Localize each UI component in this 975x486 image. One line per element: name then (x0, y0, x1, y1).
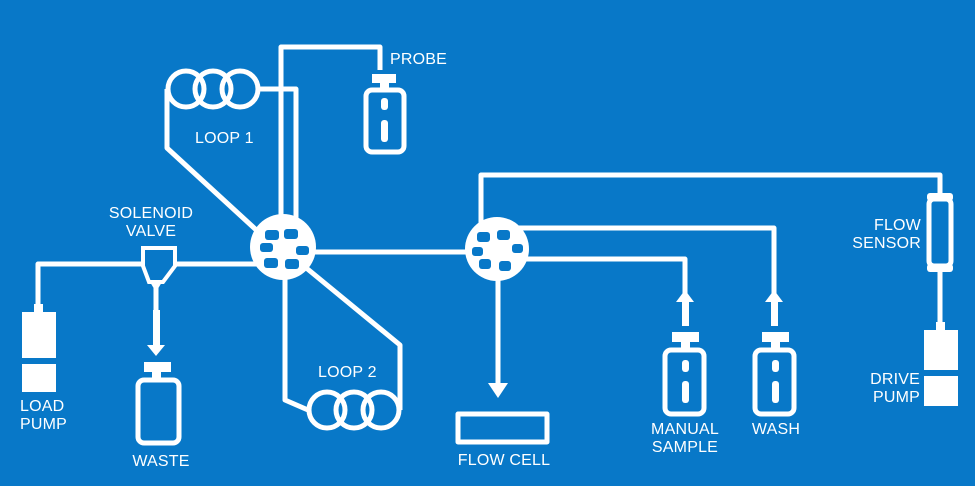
probe-bottle-neck (380, 82, 389, 91)
flow-sensor-label: FLOW SENSOR (852, 217, 921, 253)
wash-bottle-neck (771, 341, 780, 351)
injector-valve (250, 214, 316, 280)
drive-pump-inlet (936, 322, 945, 331)
drive-pump-label: DRIVE PUMP (870, 371, 920, 407)
drive-line (478, 172, 943, 235)
wash-line (495, 225, 777, 302)
probe-bottle-cap (372, 74, 396, 83)
drive-pump-label-line-1: DRIVE (870, 371, 920, 388)
solenoid-valve-label: SOLENOID VALVE (109, 205, 193, 241)
waste-arrow-shaft (153, 310, 160, 345)
manual-sample-label-line-2: SAMPLE (651, 439, 719, 456)
flow-sensor (926, 196, 954, 269)
load-pump-inlet (34, 304, 43, 313)
loop-2-label: LOOP 2 (318, 364, 377, 381)
switching-valve (465, 217, 529, 281)
flow-cell (455, 411, 550, 445)
wash-bottle-cap (762, 332, 789, 342)
manual-sample-tube-top (682, 360, 689, 372)
manual-sample-line (515, 256, 688, 302)
waste-bottle (135, 377, 182, 446)
manual-sample-bottle-neck (681, 341, 690, 351)
manual-sample-arrow-icon (676, 290, 694, 302)
manual-sample-bottle-cap (672, 332, 699, 342)
flow-sensor-top-cap (927, 193, 953, 201)
load-pump-lower (22, 364, 56, 392)
probe-label: PROBE (390, 51, 448, 68)
drive-pump-label-line-2: PUMP (872, 389, 920, 406)
loop-1-coil (164, 68, 299, 240)
solenoid-valve-label-line-2: VALVE (125, 223, 177, 240)
probe-line (278, 44, 383, 232)
flow-sensor-bottom-cap (927, 264, 953, 272)
flow-sensor-label-line-1: FLOW (873, 217, 921, 234)
load-pump-upper (22, 312, 56, 358)
probe-bottle-tube-top (381, 98, 388, 110)
drive-pump-lower (924, 376, 958, 406)
flow-sensor-label-line-2: SENSOR (852, 235, 921, 252)
waste-bottle-neck (152, 371, 161, 381)
solenoid-valve-label-line-1: SOLENOID (108, 205, 194, 222)
loop-2-coil (282, 260, 403, 431)
manual-sample-label-line-1: MANUAL (651, 421, 719, 438)
wash-tube-top (772, 360, 779, 372)
wash-arrow-shaft (771, 302, 778, 326)
wash-arrow-icon (765, 290, 783, 302)
load-pump-label-line-1: LOAD (20, 398, 65, 415)
waste-arrow-icon (147, 345, 165, 356)
load-pump-label: LOAD PUMP (20, 398, 67, 434)
waste-bottle-cap (144, 362, 171, 372)
load-pump-line (35, 261, 154, 304)
wash-label: WASH (751, 421, 801, 438)
manual-sample-label: MANUAL SAMPLE (651, 421, 719, 457)
manual-sample-tube-bottom (682, 381, 689, 403)
wash-tube-bottom (772, 381, 779, 403)
flow-cell-label: FLOW CELL (457, 452, 551, 469)
flow-cell-arrow-icon (488, 383, 508, 398)
waste-label: WASTE (132, 453, 190, 470)
loop-1-label: LOOP 1 (195, 130, 254, 147)
drive-pump-upper (924, 330, 958, 370)
probe-bottle-tube-bottom (381, 120, 388, 142)
manual-sample-arrow-shaft (682, 302, 689, 326)
solenoid-valve (141, 246, 177, 292)
load-pump-label-line-2: PUMP (20, 416, 68, 433)
